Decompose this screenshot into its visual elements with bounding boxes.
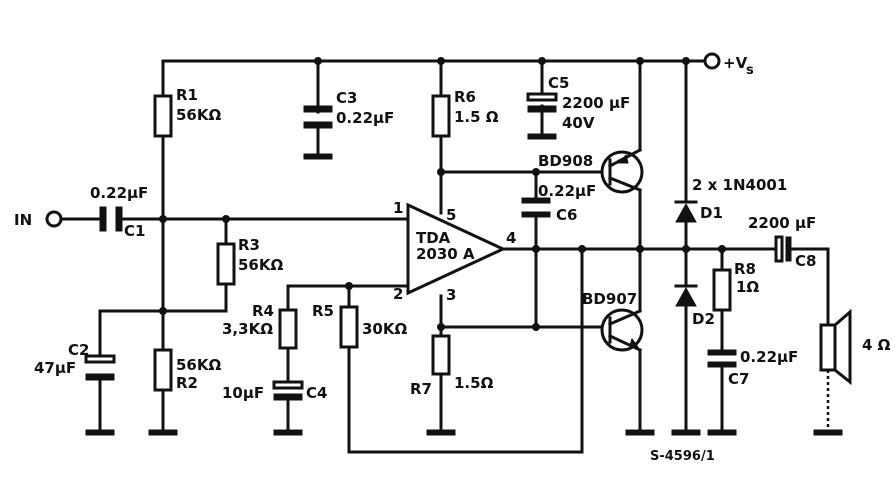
r8-ref: R8: [734, 260, 756, 278]
ic-name-line1: TDA: [416, 229, 451, 247]
c7-ref: C7: [728, 370, 749, 388]
c8-value: 2200 µF: [748, 214, 816, 232]
d2-ref: D2: [692, 310, 715, 328]
c3-value: 0.22µF: [336, 109, 394, 127]
c5-ref: C5: [548, 74, 569, 92]
ic-name-line2: 2030 A: [416, 245, 475, 263]
diode-d1: D1 2 x 1N4001: [674, 176, 787, 223]
tda2030-ic: TDA 2030 A 1 2 3 4 5: [393, 199, 516, 304]
speaker: 4 Ω: [819, 308, 891, 386]
r6-ref: R6: [454, 88, 476, 106]
c3-ref: C3: [336, 89, 357, 107]
r8-value: 1Ω: [736, 278, 759, 296]
r7-value: 1.5Ω: [454, 374, 494, 392]
bd908-label: BD908: [538, 152, 593, 170]
capacitor-c7: 0.22µF C7: [707, 348, 798, 388]
r3-ref: R3: [238, 236, 260, 254]
resistor-r6: R6 1.5 Ω: [431, 88, 499, 138]
resistor-r3: R3 56KΩ: [216, 236, 283, 286]
input-terminal: IN: [14, 210, 63, 229]
r5-ref: R5: [312, 302, 334, 320]
r5-value: 30KΩ: [362, 320, 407, 338]
r1-ref: R1: [176, 86, 198, 104]
resistor-r2: 56KΩ R2: [153, 348, 221, 392]
ic-pin1: 1: [393, 199, 403, 217]
r2-value: 56KΩ: [176, 356, 221, 374]
c1-ref: C1: [124, 222, 145, 240]
r6-value: 1.5 Ω: [454, 108, 499, 126]
c2-value: 47µF: [34, 359, 76, 377]
c6-ref: C6: [556, 206, 577, 224]
r4-value: 3,3KΩ: [222, 320, 273, 338]
c5-value-line1: 2200 µF: [562, 94, 630, 112]
c1-value: 0.22µF: [90, 184, 148, 202]
r4-ref: R4: [252, 302, 274, 320]
d1-ref: D1: [700, 204, 723, 222]
transistor-bd907: BD907: [582, 290, 644, 352]
r1-value: 56KΩ: [176, 106, 221, 124]
c4-ref: C4: [306, 384, 327, 402]
ic-pin3: 3: [446, 286, 456, 304]
c4-value: 10µF: [222, 384, 264, 402]
capacitor-c5: C5 2200 µF 40V: [526, 74, 630, 132]
c7-value: 0.22µF: [740, 348, 798, 366]
speaker-value: 4 Ω: [862, 336, 891, 354]
junction-dots: [159, 57, 726, 331]
c6-value: 0.22µF: [538, 182, 596, 200]
ic-pin2: 2: [393, 285, 403, 303]
capacitor-c2: C2 47µF: [34, 341, 116, 381]
resistor-r5: R5 30KΩ: [312, 302, 407, 349]
resistor-r8: R8 1Ω: [712, 260, 759, 312]
r2-ref: R2: [176, 374, 198, 392]
input-label: IN: [14, 211, 32, 229]
bd907-label: BD907: [582, 290, 637, 308]
r7-ref: R7: [410, 380, 432, 398]
c8-ref: C8: [795, 252, 816, 270]
diode-d2: D2: [674, 284, 715, 328]
capacitor-c8: 2200 µF C8: [748, 214, 816, 270]
supply-label: +V: [723, 54, 748, 72]
supply-terminal: +V s: [688, 52, 754, 78]
capacitor-c6: 0.22µF C6: [521, 182, 596, 224]
capacitor-c1: 0.22µF C1: [90, 184, 148, 240]
resistor-r4: R4 3,3KΩ: [222, 302, 298, 350]
supply-subscript: s: [746, 63, 754, 78]
ground-symbols: [85, 133, 843, 436]
diodes-type-label: 2 x 1N4001: [692, 176, 787, 194]
resistor-r7: R7 1.5Ω: [410, 334, 494, 398]
r3-value: 56KΩ: [238, 256, 283, 274]
capacitor-c3: C3 0.22µF: [303, 89, 394, 129]
transistor-bd908: BD908: [538, 147, 644, 194]
ic-pin5: 5: [446, 206, 456, 224]
capacitor-c4: 10µF C4: [222, 380, 327, 402]
c2-ref: C2: [68, 341, 89, 359]
ic-pin4: 4: [506, 229, 516, 247]
c5-value-line2: 40V: [562, 114, 595, 132]
figure-code: S-4596/1: [650, 449, 715, 464]
resistor-r1: R1 56KΩ: [153, 86, 221, 138]
